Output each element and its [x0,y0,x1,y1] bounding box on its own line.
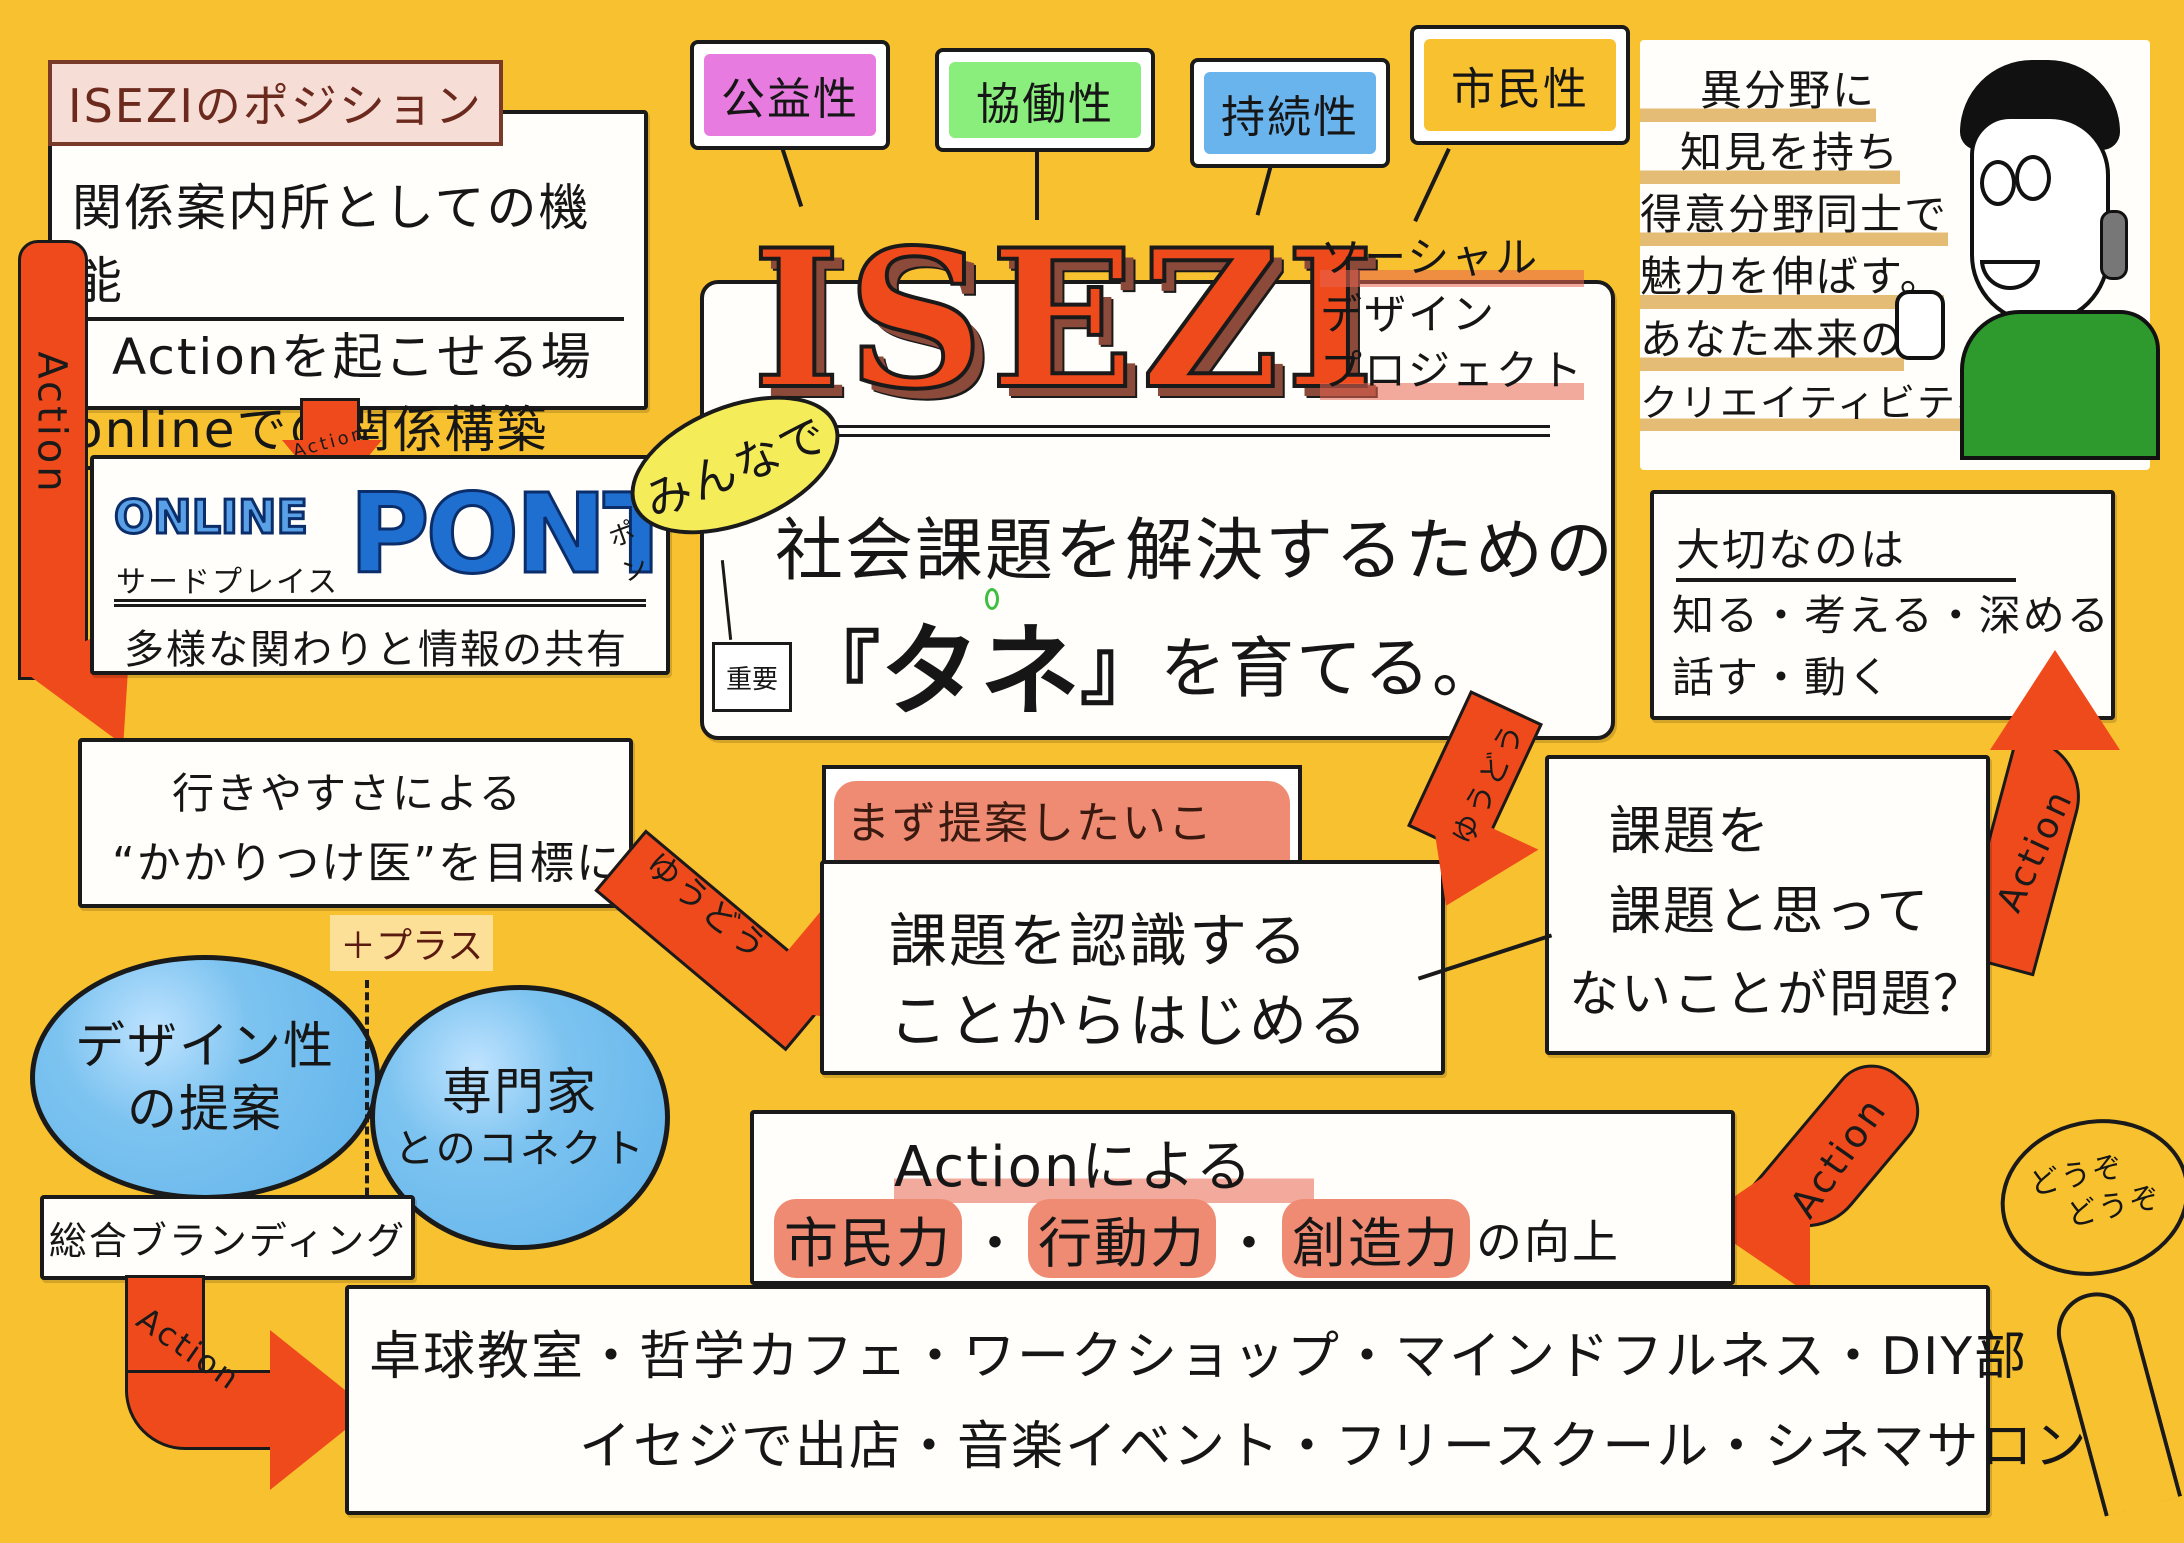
value-label-public: 公益性 [704,54,876,136]
plus-label: ＋プラス [330,915,494,971]
power-creative: 創造力 [1282,1199,1470,1278]
value-bubble-public: 公益性 [690,40,890,150]
activities-line-2: イセジで出店・音楽イベント・フリースクール・シネマサロン [579,1417,2089,1477]
online-logo: ONLINE [113,490,310,544]
action-power-row: 市民力 ・ 行動力 ・ 創造力 の向上 [774,1199,1620,1278]
branding-label: 総合ブランディング [48,1219,407,1263]
main-divider [760,425,1550,437]
person-face [1970,115,2110,325]
quote-close: 』 [1080,622,1160,716]
problem-line-3: ないことが問題？ [1569,965,1985,1023]
expert-bubble-line-2: とのコネクト [394,1125,646,1172]
expert-bubble: 専門家 とのコネクト [370,985,670,1250]
pont-logo: PONT [347,470,679,598]
value-bubble-sustain: 持続性 [1190,58,1390,168]
corner-character-hand [2047,1283,2183,1517]
position-box-title: ISEZIのポジション [48,60,503,146]
person-line-3: 得意分野同士で [1640,184,1949,247]
left-action-arrow [18,240,88,680]
important-tag: 重要 [712,642,792,712]
subtitle-line-2: デザイン [1320,289,1497,339]
first-goal-line-2: ことからはじめる [889,987,1370,1055]
project-subtitle: ソーシャル デザイン プロジェクト [1320,230,1585,401]
thumbs-up-icon [1895,290,1945,360]
first-goal-box: 課題を認識する ことからはじめる [820,860,1445,1075]
kakaritsuke-line-2: “かかりつけ医”を目標に [112,838,623,889]
value-bubble-civic: 市民性 [1410,25,1630,145]
problem-line-2: 課題と思って [1609,882,1931,942]
first-goal-header-box: まず提案したいこと。 [822,765,1302,921]
power-sep-2: ・ [1222,1212,1276,1275]
isezi-logo: ISEZI [750,208,1381,431]
first-goal-line-1: 課題を認識する [889,907,1310,975]
person-illustration [1895,60,2170,460]
small-action-arrow [300,398,360,448]
position-line-2: Actionを起こせる場 [112,328,593,386]
action-power-box: Actionによる 市民力 ・ 行動力 ・ 創造力 の向上 [750,1110,1735,1285]
person-eye-right [2015,155,2051,201]
person-ear [2100,210,2128,280]
main-line-2-rest: を育てる。 [1160,629,1500,707]
subtitle-line-3: プロジェクト [1320,343,1585,401]
quote-open: 『 [800,622,880,716]
kakaritsuke-line-1: 行きやすさによる [172,769,523,818]
value-label-collab: 協働性 [949,62,1141,138]
pont-divider [114,599,646,607]
problem-box: 課題を 課題と思って ないことが問題？ [1545,755,1990,1055]
person-line-2: 知見を持ち [1640,122,1901,185]
kakaritsuke-box: 行きやすさによる “かかりつけ医”を目標に [78,738,633,908]
value-bubble-collab: 協働性 [935,48,1155,152]
value-bubble-civic-tail [1413,147,1451,223]
online-pont-box: ONLINE サードプレイス PONT ポン 多様な関わりと情報の共有 [90,455,680,675]
subtitle-line-1: ソーシャル [1320,230,1585,287]
seed-sprout-icon [985,588,999,610]
value-label-civic: 市民性 [1424,39,1616,131]
value-bubble-collab-tail [1035,150,1039,220]
action-power-title: Actionによる [894,1122,1314,1203]
activities-line-1: 卓球教室・哲学カフェ・ワークショップ・マインドフルネス・DIY部 [369,1327,2029,1387]
activities-box: 卓球教室・哲学カフェ・ワークショップ・マインドフルネス・DIY部 イセジで出店・… [345,1285,2086,1515]
power-sep-1: ・ [968,1212,1022,1275]
bubble-connector [365,980,389,1220]
design-bubble-line-2: の提案 [127,1079,283,1138]
corner-speech-bubble: どうぞ どうぞ [1985,1101,2184,1294]
power-action: 行動力 [1028,1199,1216,1278]
design-bubble: デザイン性 の提案 [30,955,380,1200]
important-box-line-1: 知る・考える・深める [1672,591,2111,640]
expert-bubble-line-1: 専門家 [441,1063,598,1122]
position-box: 関係案内所としての機能 Actionを起こせる場 onlineでの関係構築 [48,110,648,470]
tane-keyword: タネ [880,613,1080,730]
design-bubble-line-1: デザイン性 [75,1017,335,1075]
main-line-2: 『 タネ 』 を育てる。 [800,590,1500,735]
person-line-1: 異分野に [1640,60,1877,123]
important-box-line-2: 話す・動く [1672,653,1893,702]
power-suffix: の向上 [1476,1214,1620,1269]
branding-box: 総合ブランディング [40,1195,415,1280]
left-action-arrow-label: Action [28,351,75,495]
right-action-arrow-head [1990,650,2120,750]
pont-caption: 多様な関わりと情報の共有 [124,627,628,673]
person-line-4: 魅力を伸ばす。 [1640,246,1944,309]
online-sub-label: サードプレイス [116,565,340,600]
person-eye-left [1980,160,2016,206]
position-line-1: 関係案内所としての機能 [72,172,624,321]
important-box-title: 大切なのは [1676,514,2016,582]
important-tag-label: 重要 [725,664,778,695]
value-bubble-public-tail [780,148,804,208]
problem-line-1: 課題を [1609,802,1772,862]
main-line-1: 社会課題を解決するための [775,512,1616,591]
power-civic: 市民力 [774,1199,962,1278]
value-label-sustain: 持続性 [1204,72,1376,154]
person-line-5: あなた本来の [1640,308,1905,371]
person-shirt [1960,310,2160,460]
